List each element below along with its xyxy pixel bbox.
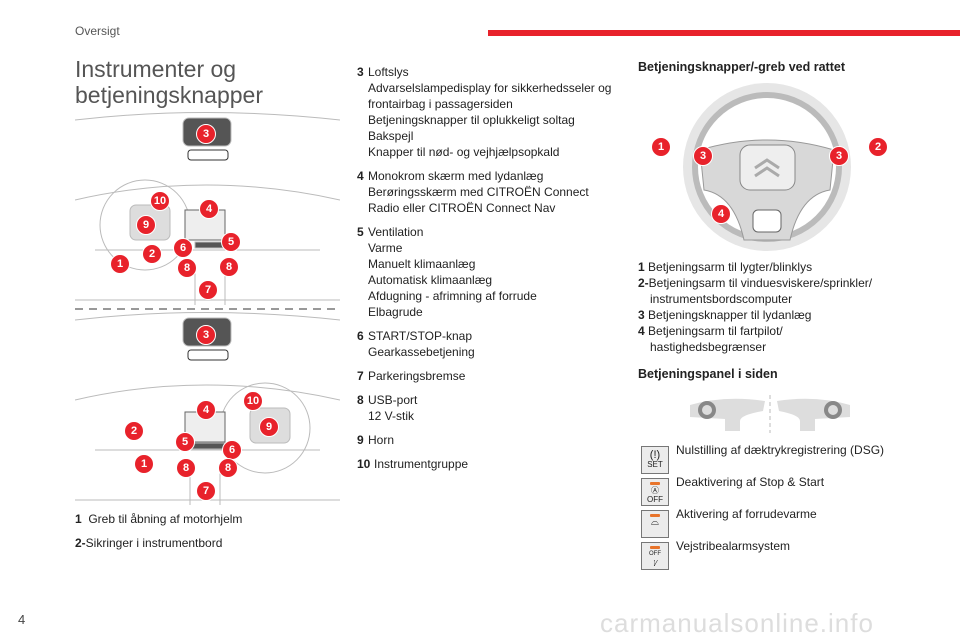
section-header: Oversigt <box>75 24 120 38</box>
callout-badge: 4 <box>196 400 216 420</box>
callout-badge: 6 <box>173 238 193 258</box>
callout-badge: 4 <box>199 199 219 219</box>
callout-badge: 4 <box>711 204 731 224</box>
list-item: 1 Betjeningsarm til lygter/blinklys <box>638 260 813 274</box>
list-item: 1 Greb til åbning af motorhjelm <box>75 512 243 526</box>
callout-badge: 10 <box>150 191 170 211</box>
list-item: 3 Betjeningsknapper til lydanlæg <box>638 308 812 322</box>
list-item: 4 Betjeningsarm til fartpilot/hastigheds… <box>638 324 783 354</box>
side-panel-heading: Betjeningspanel i siden <box>638 367 778 381</box>
title-line: betjeningsknapper <box>75 82 263 108</box>
wheel-list: 1 Betjeningsarm til lygter/blinklys 2-Be… <box>638 259 918 355</box>
title-line: Instrumenter og <box>75 56 237 82</box>
wheel-section-heading: Betjeningsknapper/-greb ved rattet <box>638 60 845 74</box>
callout-badge: 8 <box>219 257 239 277</box>
dashboard-illustration <box>75 112 340 505</box>
watermark: carmanualsonline.info <box>600 608 874 638</box>
callout-badge: 8 <box>218 458 238 478</box>
lane-departure-icon[interactable]: OFF⁞⁄ <box>641 542 669 570</box>
callout-badge: 3 <box>196 325 216 345</box>
callout-badge: 8 <box>176 458 196 478</box>
button-label: Vejstribealarmsystem <box>676 539 791 553</box>
button-label: Aktivering af forrudevarme <box>676 507 817 521</box>
page-title: Instrumenter og betjeningsknapper <box>75 56 263 108</box>
page-number: 4 <box>18 612 26 627</box>
button-label: Nulstilling af dæktrykregistrering (DSG) <box>676 443 885 457</box>
callout-badge: 5 <box>175 432 195 452</box>
callout-badge: 1 <box>134 454 154 474</box>
steering-wheel-illustration <box>683 83 851 251</box>
callout-badge: 2 <box>124 421 144 441</box>
list-item: 2-Sikringer i instrumentbord <box>75 536 223 550</box>
callout-badge: 7 <box>198 280 218 300</box>
button-label: Deaktivering af Stop & Start <box>676 475 825 489</box>
header-accent-bar <box>488 30 960 36</box>
list-item: 2-Betjeningsarm til vinduesviskere/sprin… <box>638 276 873 306</box>
callout-badge: 10 <box>243 391 263 411</box>
tyre-pressure-set-icon[interactable]: (!)SET <box>641 446 669 474</box>
callout-badge: 2 <box>868 137 888 157</box>
windscreen-heating-icon[interactable]: ⌓ <box>641 510 669 538</box>
callout-badge: 6 <box>222 440 242 460</box>
callout-badge: 9 <box>136 215 156 235</box>
callout-badge: 3 <box>196 124 216 144</box>
callout-badge: 5 <box>221 232 241 252</box>
callout-badge: 1 <box>651 137 671 157</box>
callout-badge: 3 <box>693 146 713 166</box>
callout-badge: 1 <box>110 254 130 274</box>
callout-badge: 9 <box>259 417 279 437</box>
callout-badge: 8 <box>177 258 197 278</box>
callout-badge: 2 <box>142 244 162 264</box>
callout-badge: 7 <box>196 481 216 501</box>
callout-badge: 3 <box>829 146 849 166</box>
side-panel-location-illustration <box>690 395 850 433</box>
